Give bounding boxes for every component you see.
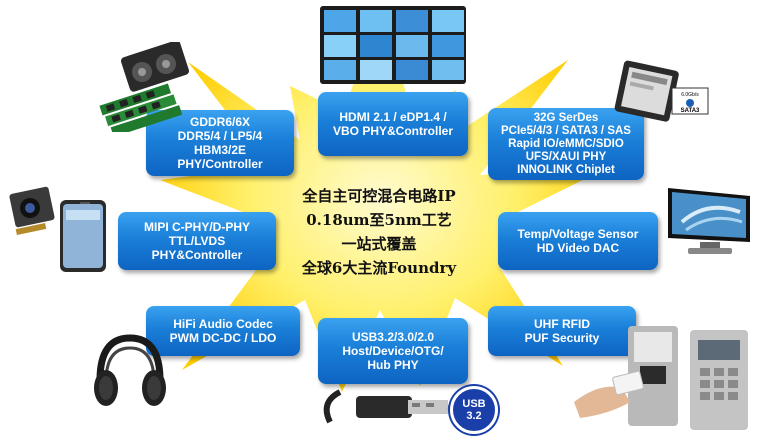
mipi-line-1: MIPI C-PHY/D-PHY	[143, 220, 250, 234]
center-line-3: 一站式覆盖	[341, 235, 417, 253]
center-line-1: 全自主可控混合电路IP	[302, 187, 456, 205]
ssd-speed-label: 6.0Gb/s	[681, 92, 699, 98]
audio-line-2: PWM DC-DC / LDO	[169, 331, 277, 345]
usb-badge: USB 3.2	[450, 386, 498, 434]
hdmi-phy-box: HDMI 2.1 / eDP1.4 / VBO PHY&Controller	[318, 92, 468, 156]
usb-badge-top: USB	[462, 398, 486, 410]
video-wall-icon	[320, 6, 466, 84]
usb-line-1: USB3.2/3.0/2.0	[351, 330, 435, 344]
sensor-line-1: Temp/Voltage Sensor	[517, 227, 639, 241]
usb-badge-bottom: 3.2	[466, 410, 482, 422]
audio-line-1: HiFi Audio Codec	[173, 317, 273, 331]
sensor-dac-box: Temp/Voltage Sensor HD Video DAC	[498, 212, 658, 270]
serdes-line-1: 32G SerDes	[533, 111, 599, 124]
rfid-line-2: PUF Security	[524, 331, 600, 345]
usb-line-2: Host/Device/OTG/	[342, 344, 444, 358]
hdmi-line-1: HDMI 2.1 / eDP1.4 /	[339, 110, 447, 124]
rfid-reader-icon	[574, 326, 748, 430]
audio-codec-box: HiFi Audio Codec PWM DC-DC / LDO	[146, 306, 300, 356]
starburst-shape	[160, 6, 603, 392]
serdes-line-4: UFS/XAUI PHY	[525, 150, 607, 163]
center-line-4: 全球6大主流Foundry	[301, 259, 457, 277]
memory-line-4: PHY/Controller	[177, 157, 263, 171]
rfid-security-box: UHF RFID PUF Security	[488, 306, 636, 356]
sensor-line-2: HD Video DAC	[536, 241, 620, 255]
serdes-phy-box: 32G SerDes PCIe5/4/3 / SATA3 / SAS Rapid…	[488, 108, 644, 180]
memory-line-2: DDR5/4 / LP5/4	[177, 129, 263, 143]
memory-line-3: HBM3/2E	[193, 143, 246, 157]
rfid-line-1: UHF RFID	[534, 317, 590, 331]
mipi-phy-box: MIPI C-PHY/D-PHY TTL/LVDS PHY&Controller	[118, 212, 276, 270]
mipi-line-3: PHY&Controller	[151, 248, 243, 262]
usb-line-3: Hub PHY	[367, 358, 419, 372]
headphones-icon	[94, 334, 166, 406]
camera-phone-icon	[9, 186, 106, 272]
serdes-line-2: PCIe5/4/3 / SATA3 / SAS	[501, 124, 631, 137]
monitor-icon	[668, 188, 750, 254]
center-line-2: 0.18um至5nm工艺	[306, 211, 452, 229]
mipi-line-2: TTL/LVDS	[168, 234, 226, 248]
serdes-line-5: INNOLINK Chiplet	[517, 163, 615, 176]
serdes-line-3: Rapid IO/eMMC/SDIO	[508, 137, 624, 150]
usb-phy-box: USB3.2/3.0/2.0 Host/Device/OTG/ Hub PHY	[318, 318, 468, 384]
graphics-card-ram-icon	[99, 42, 190, 132]
hdmi-line-2: VBO PHY&Controller	[332, 124, 453, 138]
ssd-sata-label: SATA3	[681, 108, 700, 114]
center-summary: 全自主可控混合电路IP 0.18um至5nm工艺 一站式覆盖 全球6大主流Fou…	[248, 157, 510, 307]
memory-phy-box: GDDR6/6X DDR5/4 / LP5/4 HBM3/2E PHY/Cont…	[146, 110, 294, 176]
memory-line-1: GDDR6/6X	[189, 115, 251, 129]
ssd-drive-icon: 6.0Gb/s SATA3	[614, 60, 709, 122]
